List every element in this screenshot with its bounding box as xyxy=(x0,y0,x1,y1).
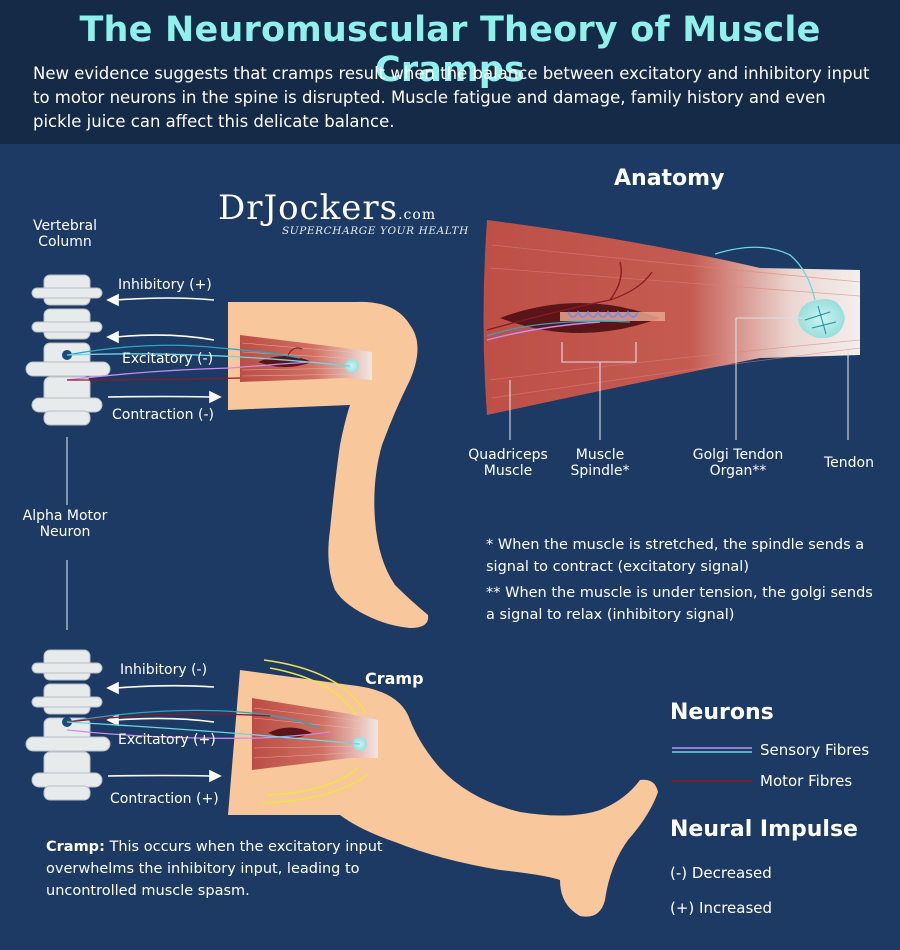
anatomy-title: Anatomy xyxy=(614,166,725,191)
cramp-label: Cramp xyxy=(365,669,424,688)
anatomy-leaders xyxy=(509,317,849,440)
legend-impulse-title: Neural Impulse xyxy=(670,817,858,842)
legend-neurons-title: Neurons xyxy=(670,700,774,725)
tendon-label: Tendon xyxy=(824,455,874,471)
vertebral-column-lower xyxy=(25,649,111,801)
excitatory-cramp-label: Excitatory (+) xyxy=(118,732,216,748)
cramp-description: Cramp: This occurs when the excitatory i… xyxy=(46,839,383,899)
arrows-lower xyxy=(106,681,222,783)
logo: DrJockers.com xyxy=(218,188,436,228)
legend-sensory-swatch xyxy=(672,747,752,753)
logo-tagline: SUPERCHARGE YOUR HEALTH xyxy=(282,225,469,237)
contraction-cramp-label: Contraction (+) xyxy=(110,791,219,807)
logo-suffix: .com xyxy=(398,207,437,223)
legend-sensory-label: Sensory Fibres xyxy=(760,741,870,759)
quadriceps-label: Quadriceps Muscle xyxy=(468,447,548,479)
anatomy-muscle xyxy=(483,220,861,415)
excitatory-normal-label: Excitatory (-) xyxy=(122,351,214,367)
header-banner: The Neuromuscular Theory of Muscle Cramp… xyxy=(0,0,900,144)
fibres-upper xyxy=(66,344,351,381)
fibres-lower xyxy=(66,709,361,745)
arrows-upper xyxy=(106,293,222,404)
inhibitory-normal-label: Inhibitory (+) xyxy=(118,277,212,293)
vertebral-column-label: Vertebral Column xyxy=(32,218,98,250)
cramp-lines xyxy=(261,659,369,804)
golgi-label: Golgi Tendon Organ** xyxy=(692,447,784,479)
logo-text: DrJockers xyxy=(218,188,399,228)
contraction-normal-label: Contraction (-) xyxy=(112,407,214,423)
page-subtitle: New evidence suggests that cramps result… xyxy=(33,64,870,131)
golgi-note: ** When the muscle is under tension, the… xyxy=(486,585,873,623)
vertebral-column-upper xyxy=(25,274,111,426)
spindle-note: * When the muscle is stretched, the spin… xyxy=(486,537,865,575)
legend-decreased-label: (-) Decreased xyxy=(670,864,772,882)
alpha-motor-neuron-label: Alpha Motor Neuron xyxy=(22,508,108,540)
inhibitory-cramp-label: Inhibitory (-) xyxy=(120,662,208,678)
legend-increased-label: (+) Increased xyxy=(670,899,773,917)
page-title: The Neuromuscular Theory of Muscle Cramp… xyxy=(79,10,821,90)
spindle-label: Muscle Spindle* xyxy=(570,447,630,479)
legend-motor-label: Motor Fibres xyxy=(760,772,853,790)
leg-upper xyxy=(228,301,429,628)
